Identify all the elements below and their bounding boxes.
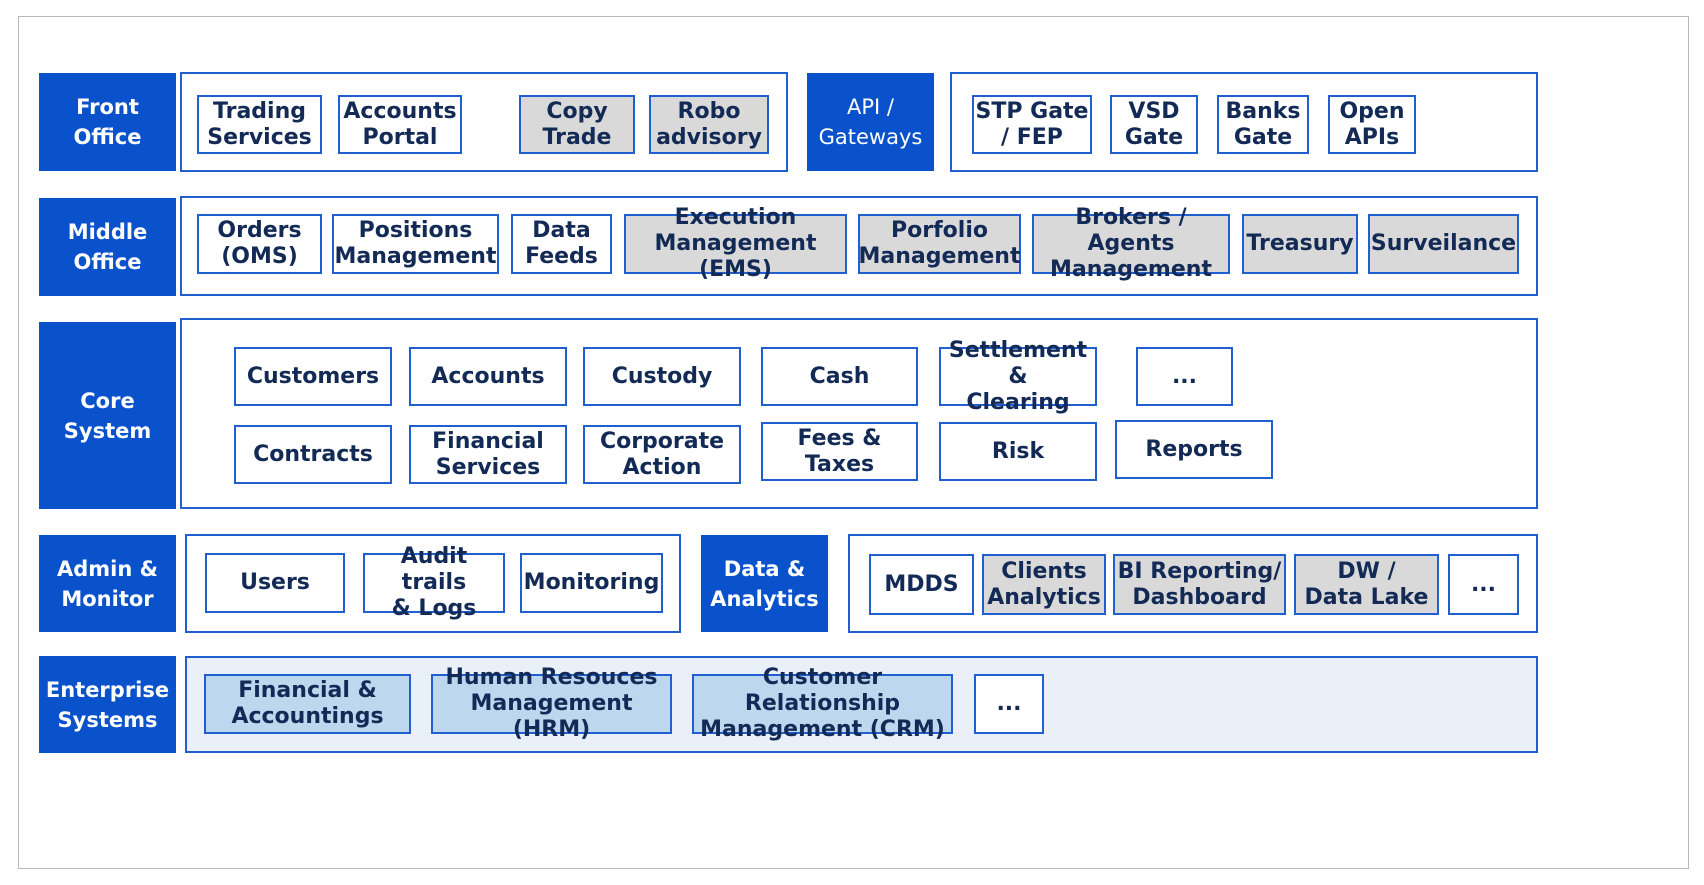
settlement-clearing-box: Settlement & Clearing [939, 338, 1097, 415]
positions-management-box: Positions Management [332, 214, 499, 274]
middle-office-label: Middle Office [39, 198, 176, 296]
corporate-action-box: Corporate Action [583, 425, 741, 484]
stp-gate-box: STP Gate / FEP [972, 95, 1092, 154]
core-system-label: Core System [39, 322, 176, 509]
execution-management-box: Execution Management (EMS) [624, 205, 847, 282]
orders-oms-box: Orders (OMS) [197, 214, 322, 274]
copy-trade-box: Copy Trade [519, 95, 635, 154]
enterprise-more-box: ... [974, 674, 1044, 734]
mdds-box: MDDS [869, 554, 974, 615]
treasury-box: Treasury [1242, 214, 1358, 274]
banks-gate-box: Banks Gate [1217, 95, 1309, 154]
porfolio-management-box: Porfolio Management [858, 214, 1021, 274]
contracts-box: Contracts [234, 425, 392, 484]
dw-data-lake-box: DW / Data Lake [1294, 554, 1439, 615]
financial-services-box: Financial Services [409, 425, 567, 484]
core-more-box: ... [1136, 347, 1233, 406]
vsd-gate-box: VSD Gate [1110, 95, 1198, 154]
enterprise-systems-label: Enterprise Systems [39, 656, 176, 753]
customers-box: Customers [234, 347, 392, 406]
data-more-box: ... [1448, 554, 1519, 615]
front-office-label: Front Office [39, 73, 176, 171]
data-feeds-box: Data Feeds [511, 214, 612, 274]
human-resources-management-box: Human Resouces Management (HRM) [431, 665, 672, 742]
monitoring-box: Monitoring [520, 553, 663, 613]
trading-services-box: Trading Services [197, 95, 322, 154]
open-apis-box: Open APIs [1328, 95, 1416, 154]
audit-trails-logs-box: Audit trails & Logs [363, 544, 505, 621]
accounts-box: Accounts [409, 347, 567, 406]
users-box: Users [205, 553, 345, 613]
data-analytics-label: Data & Analytics [701, 535, 828, 632]
cash-box: Cash [761, 347, 918, 406]
reports-box: Reports [1115, 420, 1273, 479]
risk-box: Risk [939, 422, 1097, 481]
admin-monitor-label: Admin & Monitor [39, 535, 176, 632]
accounts-portal-box: Accounts Portal [338, 95, 462, 154]
robo-advisory-box: Robo advisory [649, 95, 769, 154]
brokers-agents-management-box: Brokers / Agents Management [1032, 205, 1230, 282]
customer-relationship-management-box: Customer Relationship Management (CRM) [692, 665, 953, 742]
fees-taxes-box: Fees & Taxes [761, 422, 918, 481]
clients-analytics-box: Clients Analytics [982, 554, 1106, 615]
api-gateways-label: API / Gateways [807, 73, 934, 171]
diagram-frame: Front Office Trading Services Accounts P… [18, 16, 1689, 869]
custody-box: Custody [583, 347, 741, 406]
financial-accountings-box: Financial & Accountings [204, 674, 411, 734]
surveilance-box: Surveilance [1368, 214, 1519, 274]
bi-reporting-dashboard-box: BI Reporting/ Dashboard [1113, 554, 1286, 615]
